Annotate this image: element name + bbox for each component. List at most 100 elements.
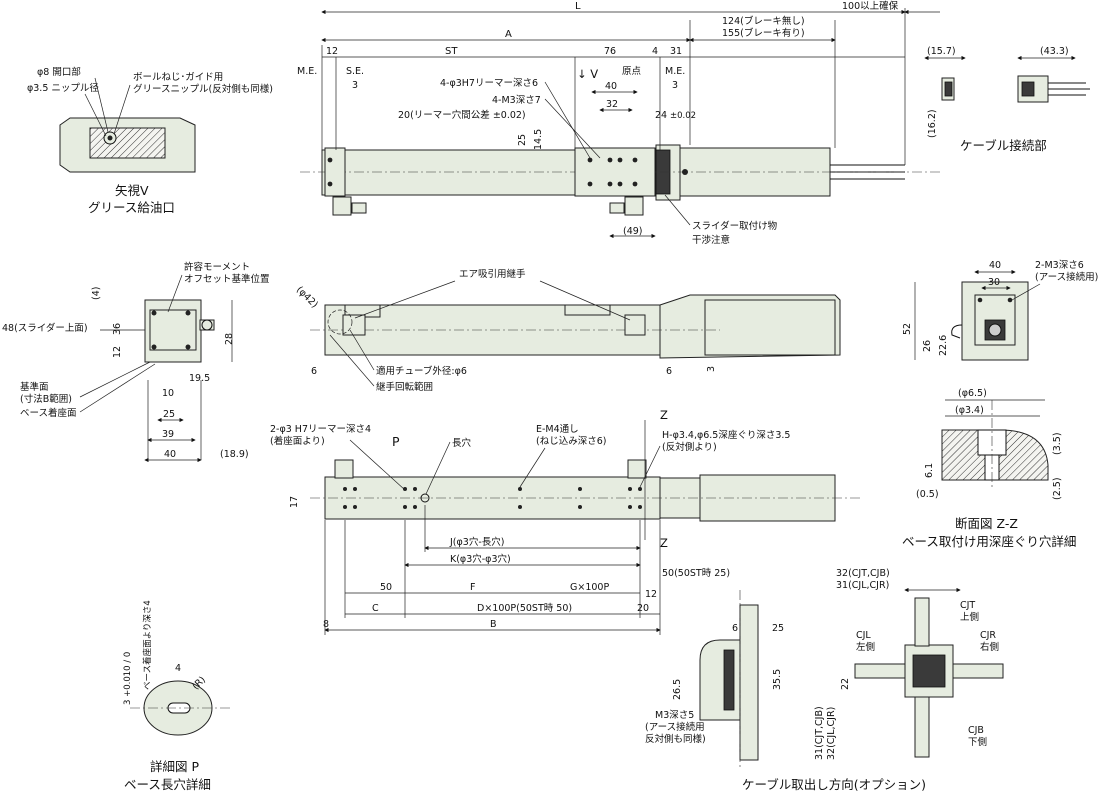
dim-52: 52 [902,323,913,335]
dim-32-cjt: 32(CJT,CJB) [836,568,890,579]
cjl-1: CJL [856,630,871,641]
dim-ST: ST [445,46,458,57]
dim-12: 12 [112,346,123,358]
m3-depth: 2-M3深さ6 [1035,260,1084,271]
dim-6: 6 [732,623,738,634]
dim-F: F [470,582,475,593]
dim-12: 12 [326,46,338,57]
cjt-2: 上側 [960,611,979,623]
m3-1: M3深さ5 [655,710,694,721]
dim-49: (49) [623,226,643,237]
dim-2-5: (2.5) [1052,477,1063,500]
dim-16-2: (16.2) [927,109,938,138]
dim-31: 31 [670,46,682,57]
slider-note-1: スライダー取付け物 [692,220,778,232]
dim-28: 28 [224,333,235,345]
label-p: P [392,434,400,449]
section-zz: (φ6.5) (φ3.4) (3.5) 6.1 (0.5) (2.5) 断面図 … [902,388,1076,549]
dim-19-5: 19.5 [189,373,210,384]
label-view-v: ↓ V [577,67,598,81]
cable-conn-title: ケーブル接続部 [960,138,1047,153]
cjr-2: 右側 [980,641,999,653]
dim-J: J(φ3穴-長穴) [449,536,504,548]
moment-2: オフセット基準位置 [184,273,270,285]
label-reamer-pitch: 20(リーマー穴間公差 ±0.02) [398,109,526,121]
dim-18-9: (18.9) [220,449,249,460]
label-z-top: Z [660,408,668,422]
tube-spec: 適用チューブ外径:φ6 [376,365,467,377]
moment-1: 許容モーメント [184,261,250,273]
dim-K: K(φ3穴-φ3穴) [450,553,511,565]
dim-6-1: 6.1 [924,463,935,478]
ref-1: 基準面 [20,381,49,393]
dim-A: A [505,29,512,40]
dim-C: C [372,603,379,614]
detail-p: 3 +0.010 / 0 ベース着座面より深さ4 4 (R) 詳細図 P ベース… [123,600,230,792]
dim-3-5: (3.5) [1052,432,1063,455]
label-m3: 4-M3深さ7 [492,95,541,106]
dim-phi42: (φ42) [294,284,320,310]
end-view: 40 30 2-M3深さ6 (アース接続用) 52 26 22.6 [902,260,1098,361]
dim-25: 25 [772,623,784,634]
cable-connection-detail: (15.7) (43.3) (16.2) ケーブル接続部 [924,46,1090,153]
cable-side-view: 6 25 26.5 35.5 M3深さ5 (アース接続用 反対側も同様) [645,590,784,770]
dim-17: 17 [289,496,300,508]
h-hole-2: (反対側より) [662,441,717,453]
dim-12: 12 [645,589,657,600]
dim-30: 30 [988,277,1000,288]
dim-31-cjt: 31(CJT,CJB) [814,706,825,760]
dim-brake-with: 155(ブレーキ有り) [722,27,805,39]
label-se: S.E. [346,66,364,77]
dim-6a: 6 [311,366,317,377]
dim-15-7: (15.7) [927,46,956,57]
cjt-1: CJT [960,600,975,611]
dim-B: B [490,619,497,630]
label-me-right: M.E. [665,66,685,77]
cable-options: 32(CJT,CJB) 31(CJL,CJR) CJT 上側 CJL 左側 CJ… [742,568,1004,792]
dim-4: (4) [91,287,102,300]
dim-43-3: (43.3) [1040,46,1069,57]
ref-2: (寸法B範囲) [20,393,72,405]
slider-note-2: 干渉注意 [692,234,730,246]
dim-14-5: 14.5 [533,129,544,150]
dim-39: 39 [162,429,174,440]
label-nipple-2: グリースニップル(反対側も同様) [133,83,273,95]
dim-4: 4 [652,46,658,57]
section-title-1: 断面図 Z-Z [955,516,1018,531]
dim-G: G×100P [570,582,609,593]
label-z-bottom: Z [660,536,668,550]
view-v-detail: φ8 開口部 φ3.5 ニップル径 ボールねじ･ガイド用 グリースニップル(反対… [27,66,273,215]
depth-note: ベース着座面より深さ4 [142,600,153,690]
label-origin: 原点 [622,66,642,77]
dim-3b: 3 [672,80,678,91]
dim-32: 32 [606,99,618,110]
h-hole-1: H-φ3.4,φ6.5深座ぐり深さ3.5 [662,429,790,441]
dim-25: 25 [163,409,175,420]
dim-26-5: 26.5 [672,679,683,700]
dim-3a: 3 [352,80,358,91]
dim-phi3-4: (φ3.4) [955,405,984,416]
dim-tol: ±0.02 [670,111,696,121]
cjl-2: 左側 [856,641,875,653]
dim-76: 76 [604,46,616,57]
dim-4: 4 [175,663,181,674]
reamer-2: (着座面より) [270,435,325,447]
dim-36: 36 [112,323,123,335]
em4-2: (ねじ込み深さ6) [536,436,606,447]
dim-25: 25 [517,134,528,146]
label-slot: 長穴 [452,437,472,449]
top-view: L 100以上確保 A 124(ブレーキ無し) 155(ブレーキ有り) 12 S… [297,0,940,246]
dim-32-cjl: 32(CJL,CJR) [826,707,837,760]
cjr-1: CJR [980,630,996,641]
dim-brake-none: 124(ブレーキ無し) [722,15,805,27]
dim-20: 20 [637,603,649,614]
dim-6b: 6 [666,366,672,377]
dim-22-6: 22.6 [938,335,949,356]
label-me-left: M.E. [297,66,317,77]
cjb-2: 下側 [968,736,987,748]
detail-p-title-2: ベース長穴詳細 [124,777,211,792]
dim-40: 40 [605,81,617,92]
side-view: 許容モーメント オフセット基準位置 (4) 36 48(スライダー上面) 12 … [2,261,270,463]
dim-8: 8 [323,619,329,630]
